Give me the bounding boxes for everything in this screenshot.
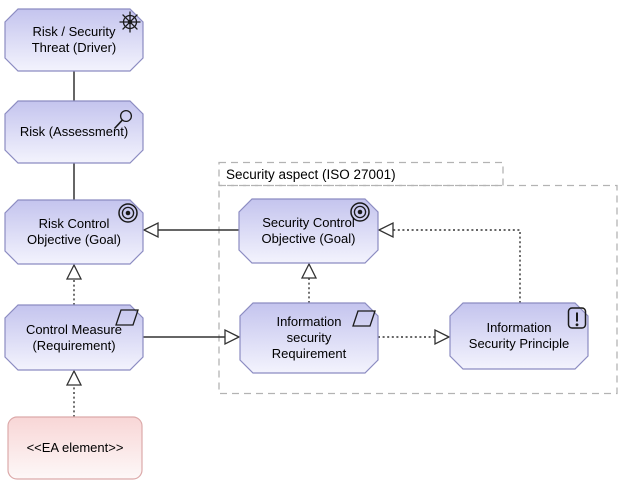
- security-aspect-frame: [218, 161, 618, 395]
- infosec-requirement-node[interactable]: [239, 302, 379, 374]
- goal-bullseye-icon: [350, 202, 370, 222]
- connector-control-measure-to-risk-objective: [65, 263, 83, 305]
- risk-control-objective-node[interactable]: [4, 199, 144, 265]
- goal-bullseye-icon: [118, 203, 138, 223]
- driver-steering-wheel-icon: [119, 11, 141, 33]
- connector-infosec-requirement-to-security-objective: [300, 262, 318, 303]
- hollow-triangle-arrowhead: [434, 328, 451, 346]
- hollow-triangle-arrowhead: [224, 328, 241, 346]
- connector-ea-element-to-control-measure: [65, 369, 83, 417]
- hollow-triangle-arrowhead: [65, 369, 83, 386]
- connector-infosec-requirement-to-infosec-principle: [378, 328, 451, 346]
- connector-infosec-principle-to-security-objective: [377, 221, 521, 303]
- connector-security-objective-to-risk-objective: [142, 221, 239, 239]
- hollow-triangle-arrowhead: [142, 221, 159, 239]
- principle-exclamation-icon: [567, 307, 587, 329]
- hollow-triangle-arrowhead: [377, 221, 394, 239]
- hollow-triangle-arrowhead: [300, 262, 318, 279]
- security-aspect-frame-tab: [218, 161, 504, 187]
- hollow-triangle-arrowhead: [65, 263, 83, 280]
- control-measure-node[interactable]: [4, 304, 144, 371]
- security-aspect-frame-title: Security aspect (ISO 27001): [226, 166, 396, 182]
- requirement-parallelogram-icon: [115, 309, 139, 326]
- risk-assessment-node[interactable]: [4, 100, 144, 164]
- security-aspect-frame-body: [218, 184, 618, 395]
- ea-element-node[interactable]: [7, 416, 143, 480]
- assessment-magnifier-icon: [113, 109, 133, 130]
- requirement-parallelogram-icon: [352, 310, 376, 327]
- risk-threat-node[interactable]: [4, 8, 144, 72]
- security-control-objective-node[interactable]: [238, 198, 379, 264]
- infosec-principle-node[interactable]: [449, 302, 589, 370]
- connector-control-measure-to-infosec-requirement: [143, 328, 241, 346]
